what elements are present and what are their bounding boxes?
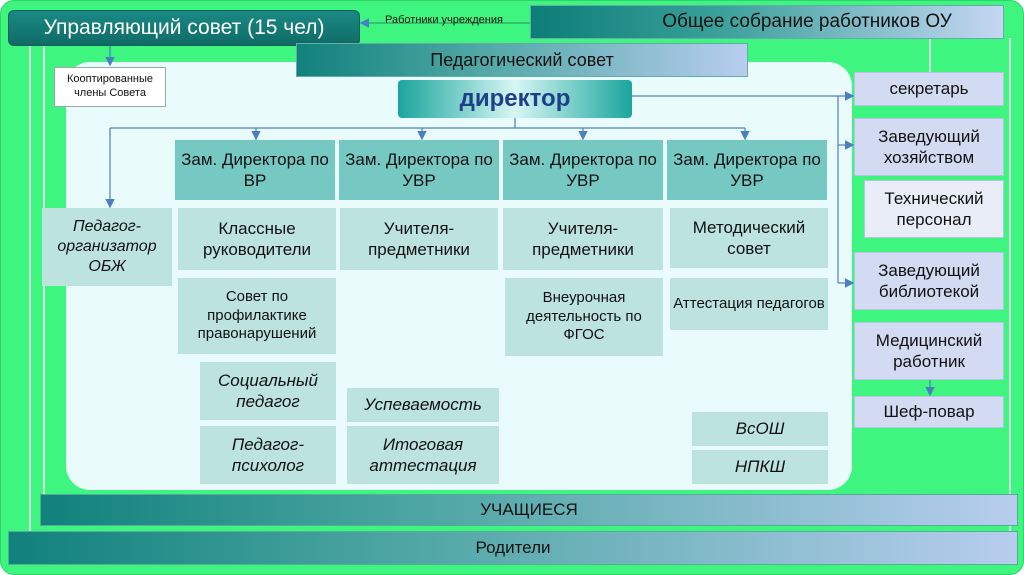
obzh-organizer-box: Педагог-организатор ОБЖ: [42, 208, 172, 286]
director-label: директор: [459, 85, 571, 112]
social-pedagogue-box: Социальный педагог: [200, 362, 336, 420]
general-meeting-label: Общее собрание работников ОУ: [662, 11, 952, 33]
director-box: директор: [398, 80, 632, 118]
social-pedagogue-label: Социальный педагог: [217, 370, 319, 411]
final-certification-label: Итоговая аттестация: [369, 434, 477, 475]
progress-box: Успеваемость: [347, 388, 499, 422]
staff-label-text: Работники учреждения: [385, 14, 503, 27]
subject-teachers-label-1: Учителя-предметники: [368, 218, 470, 259]
deputy-uvr-box-2: Зам. Директора по УВР: [503, 140, 663, 200]
secretary-label: секретарь: [889, 79, 969, 99]
pedagogical-council-label: Педагогический совет: [430, 49, 614, 70]
chef-label: Шеф-повар: [883, 402, 975, 422]
household-manager-label: Заведующий хозяйством: [878, 126, 980, 167]
obzh-organizer-label: Педагог-организатор ОБЖ: [57, 218, 157, 275]
extracurricular-label: Внеурочная деятельность по ФГОС: [526, 288, 642, 344]
pedagogical-council-box: Педагогический совет: [296, 43, 748, 77]
extracurricular-box: Внеурочная деятельность по ФГОС: [505, 278, 663, 356]
deputy-uvr-box-1: Зам. Директора по УВР: [339, 140, 499, 200]
final-certification-box: Итоговая аттестация: [347, 426, 499, 484]
deputy-uvr-label-3: Зам. Директора по УВР: [673, 149, 821, 190]
library-head-box: Заведующий библиотекой: [854, 252, 1004, 310]
technical-staff-box: Технический персонал: [864, 180, 1004, 238]
deputy-uvr-label-1: Зам. Директора по УВР: [345, 149, 493, 190]
managing-council-label: Управляющий совет (15 чел): [43, 15, 325, 39]
subject-teachers-box-1: Учителя-предметники: [340, 208, 498, 270]
parents-label: Родители: [475, 538, 551, 558]
methodical-council-label: Методический совет: [692, 217, 806, 258]
npksh-box: НПКШ: [692, 450, 828, 484]
medical-worker-box: Медицинский работник: [854, 322, 1004, 380]
medical-worker-label: Медицинский работник: [875, 330, 983, 371]
coopted-members-label: Кооптированные члены Совета: [66, 73, 154, 99]
psychologist-box: Педагог-психолог: [200, 426, 336, 484]
chef-box: Шеф-повар: [854, 396, 1004, 428]
class-teachers-label: Классные руководители: [202, 218, 312, 259]
parents-bar: Родители: [8, 531, 1018, 565]
deputy-uvr-label-2: Зам. Директора по УВР: [509, 149, 657, 190]
vsosh-box: ВсОШ: [692, 412, 828, 446]
coopted-members-box: Кооптированные члены Совета: [54, 67, 166, 107]
household-manager-box: Заведующий хозяйством: [854, 118, 1004, 176]
methodical-council-box: Методический совет: [670, 208, 828, 268]
deputy-uvr-box-3: Зам. Директора по УВР: [667, 140, 827, 200]
deputy-vr-label: Зам. Директора по ВР: [181, 149, 329, 190]
technical-staff-label: Технический персонал: [884, 188, 984, 229]
managing-council-box: Управляющий совет (15 чел): [8, 10, 360, 46]
vsosh-label: ВсОШ: [735, 419, 785, 439]
subject-teachers-label-2: Учителя-предметники: [532, 218, 634, 259]
deputy-vr-box: Зам. Директора по ВР: [175, 140, 335, 200]
staff-label: Работники учреждения: [364, 12, 524, 30]
psychologist-label: Педагог-психолог: [231, 434, 305, 475]
library-head-label: Заведующий библиотекой: [878, 260, 980, 301]
general-meeting-box: Общее собрание работников ОУ: [530, 5, 1004, 39]
secretary-box: секретарь: [854, 72, 1004, 106]
npksh-label: НПКШ: [734, 457, 786, 477]
students-bar: УЧАЩИЕСЯ: [40, 494, 1018, 526]
subject-teachers-box-2: Учителя-предметники: [503, 208, 663, 270]
teacher-attestation-box: Аттестация педагогов: [670, 278, 828, 330]
prevention-council-label: Совет по профилактике правонарушений: [197, 287, 317, 343]
teacher-attestation-label: Аттестация педагогов: [673, 294, 825, 312]
students-label: УЧАЩИЕСЯ: [480, 500, 578, 520]
class-teachers-box: Классные руководители: [178, 208, 336, 270]
progress-label: Успеваемость: [364, 395, 482, 415]
prevention-council-box: Совет по профилактике правонарушений: [178, 278, 336, 354]
